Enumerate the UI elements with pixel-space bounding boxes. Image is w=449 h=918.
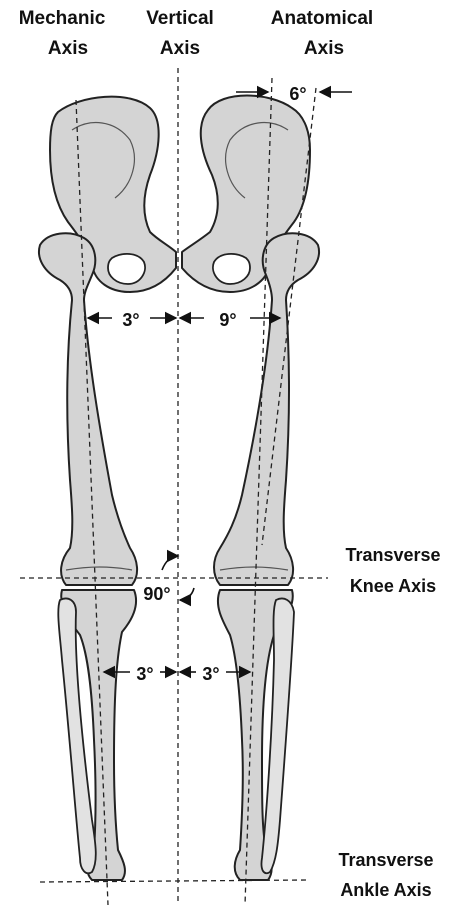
anatomical-axis-label-line1: Anatomical	[271, 8, 373, 29]
left-obturator-foramen	[108, 254, 145, 284]
angle-3-tibia-right-label: 3°	[202, 664, 219, 684]
anatomical-axis-label-line2: Axis	[304, 38, 344, 59]
left-leg	[39, 97, 176, 880]
vertical-axis-label-line2: Axis	[160, 38, 200, 59]
right-leg	[182, 96, 319, 881]
transverse-knee-axis-label-line2: Knee Axis	[350, 576, 436, 596]
angle-6-label: 6°	[289, 84, 306, 104]
mechanic-axis-label-line2: Axis	[48, 38, 88, 59]
angle-3-tibia-left-label: 3°	[136, 664, 153, 684]
mechanic-axis-label-line1: Mechanic	[19, 8, 106, 29]
angle-90-label: 90°	[143, 584, 170, 604]
angle-9-femur-label: 9°	[219, 310, 236, 330]
right-obturator-foramen	[213, 254, 250, 284]
angle-3-femur-label: 3°	[122, 310, 139, 330]
transverse-ankle-axis-label-line2: Ankle Axis	[340, 880, 431, 900]
vertical-axis-label-line1: Vertical	[146, 8, 214, 29]
transverse-knee-axis-label-line1: Transverse	[345, 545, 440, 565]
transverse-ankle-axis-label-line1: Transverse	[338, 850, 433, 870]
